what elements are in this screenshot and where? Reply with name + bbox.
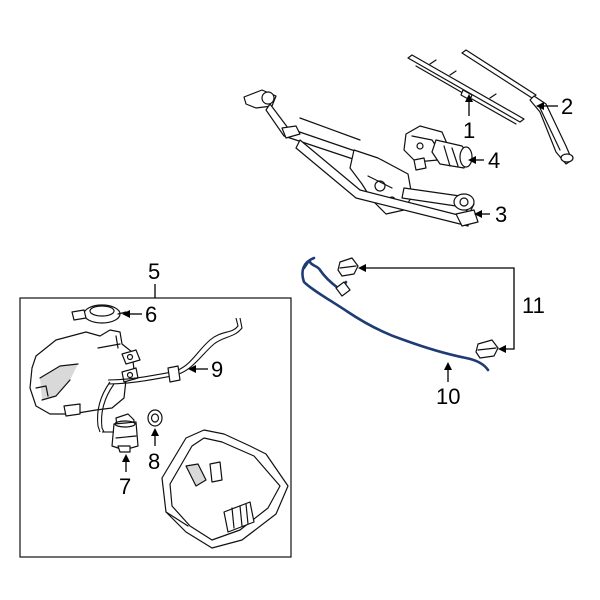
reservoir-bracket[interactable]	[161, 429, 289, 549]
wiper-motor[interactable]	[403, 125, 473, 171]
reservoir-cap[interactable]	[71, 304, 127, 324]
leader-4	[468, 156, 484, 164]
callout-1: 1	[463, 118, 475, 143]
callout-9: 9	[211, 357, 223, 382]
callout-5: 5	[148, 259, 160, 284]
washer-hose[interactable]	[96, 317, 243, 433]
leader-2	[536, 102, 558, 110]
washer-pump[interactable]	[102, 413, 139, 453]
callout-2: 2	[561, 94, 573, 119]
leader-9	[188, 365, 208, 373]
callout-8: 8	[148, 449, 160, 474]
washer-reservoir[interactable]	[29, 329, 141, 417]
callout-10: 10	[436, 384, 460, 409]
pump-grommet[interactable]	[147, 409, 163, 427]
callout-11: 11	[522, 293, 545, 318]
leader-8	[151, 428, 159, 446]
leader-7	[122, 454, 130, 472]
leader-1	[465, 94, 473, 116]
callout-6: 6	[145, 302, 157, 327]
washer-nozzle-hose[interactable]	[301, 256, 490, 372]
leader-10	[444, 362, 452, 382]
leader-3	[474, 210, 490, 218]
wiper-linkage[interactable]	[243, 89, 479, 227]
callout-3: 3	[495, 202, 507, 227]
leader-6	[122, 310, 142, 318]
callout-7: 7	[119, 474, 131, 499]
leader-11	[358, 264, 515, 353]
callout-4: 4	[488, 148, 500, 173]
washer-nozzle-lower[interactable]	[475, 339, 499, 359]
wiper-arm[interactable]	[461, 49, 574, 165]
washer-nozzle-upper[interactable]	[337, 257, 359, 277]
wiper-blade[interactable]	[407, 54, 525, 125]
